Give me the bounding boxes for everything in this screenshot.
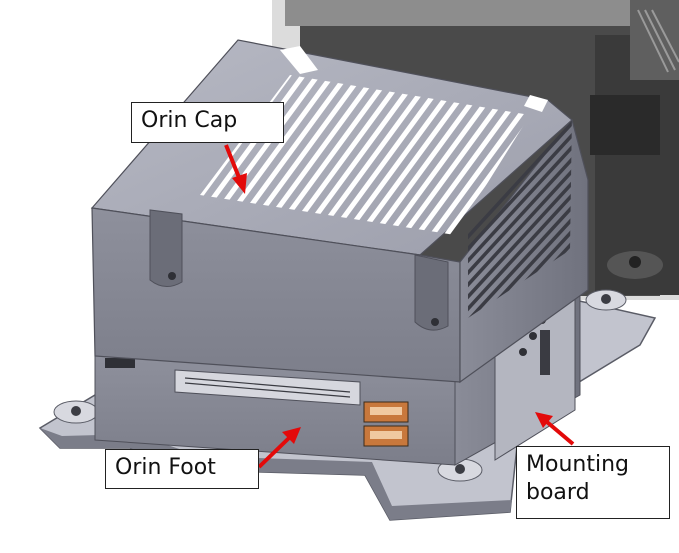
usb-ports [363,401,409,447]
callout-orin-cap: Orin Cap [131,102,284,143]
callout-mounting-board-line2: board [526,480,590,505]
arrow-orin-cap [224,144,247,194]
orin-cap-body [90,39,589,384]
callout-mounting-board-line1: Mounting [526,452,629,477]
callout-orin-foot: Orin Foot [105,449,259,489]
callout-mounting-board: Mounting board [516,446,670,519]
callout-orin-foot-text: Orin Foot [115,455,216,480]
arrow-orin-foot [257,427,301,469]
callout-orin-cap-text: Orin Cap [141,108,238,133]
arrow-mounting-board [535,412,575,446]
